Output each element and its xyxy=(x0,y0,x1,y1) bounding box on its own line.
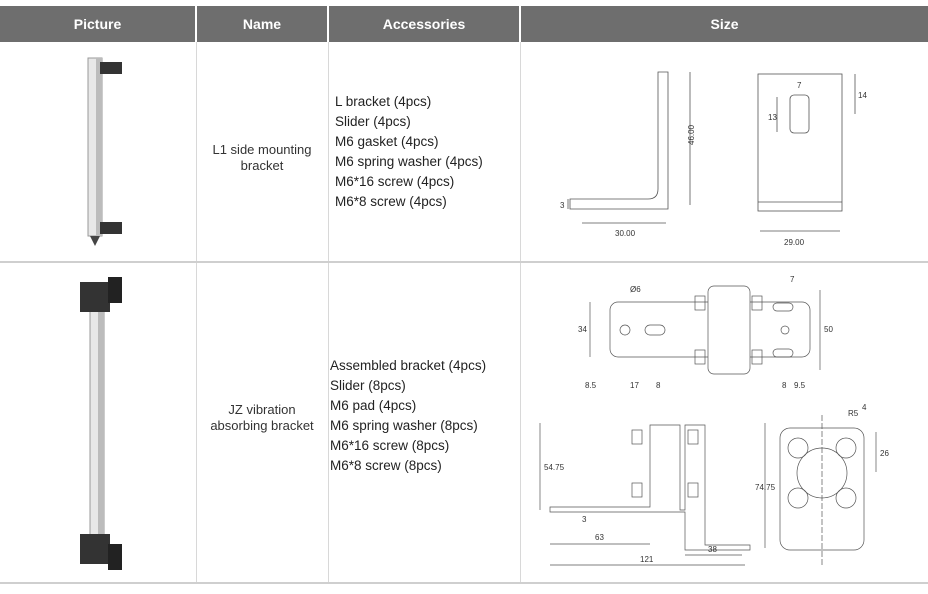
accessory-item: M6 pad (4pcs) xyxy=(330,398,417,413)
accessory-item: M6 spring washer (8pcs) xyxy=(330,418,478,433)
accessory-item: M6*16 screw (4pcs) xyxy=(335,174,455,189)
svg-text:17: 17 xyxy=(630,381,639,390)
dim-label: 3 xyxy=(560,201,565,210)
dim-label: 7 xyxy=(797,81,802,90)
accessory-item: Slider (8pcs) xyxy=(330,378,406,393)
jz-bracket-size-drawing: 8.5 17 8 34 50 8 9.5 7 Ø6 54.75 63 121 3… xyxy=(539,275,889,566)
dim-label: 29.00 xyxy=(784,238,805,247)
accessory-item: M6*8 screw (4pcs) xyxy=(335,194,447,209)
l1-bracket-size-drawing: 46.00 30.00 3 29.00 7 13 14 xyxy=(560,71,867,247)
column-divider xyxy=(520,42,521,583)
svg-text:7: 7 xyxy=(790,275,795,284)
product-name: L1 side mounting bracket xyxy=(212,142,312,173)
accessory-item: M6 gasket (4pcs) xyxy=(335,134,439,149)
svg-text:9.5: 9.5 xyxy=(794,381,806,390)
accessory-item: M6*16 screw (8pcs) xyxy=(330,438,450,453)
svg-text:R5: R5 xyxy=(848,409,859,418)
svg-text:54.75: 54.75 xyxy=(544,463,565,472)
svg-text:8: 8 xyxy=(656,381,661,390)
accessory-item: M6 spring washer (4pcs) xyxy=(335,154,483,169)
accessory-item: Assembled bracket (4pcs) xyxy=(330,358,487,373)
svg-text:8.5: 8.5 xyxy=(585,381,597,390)
svg-text:50: 50 xyxy=(824,325,833,334)
row-divider xyxy=(0,261,928,263)
column-divider xyxy=(328,42,329,583)
dim-label: 46.00 xyxy=(687,124,696,145)
svg-text:4: 4 xyxy=(862,403,867,412)
dim-label: 14 xyxy=(858,91,867,100)
svg-text:34: 34 xyxy=(578,325,587,334)
accessory-item: Slider (4pcs) xyxy=(335,114,411,129)
header-picture: Picture xyxy=(0,6,195,42)
svg-text:63: 63 xyxy=(595,533,604,542)
svg-text:74.75: 74.75 xyxy=(755,483,776,492)
dim-label: 13 xyxy=(768,113,777,122)
header-accessories: Accessories xyxy=(329,6,519,42)
svg-text:3: 3 xyxy=(582,515,587,524)
product-name: JZ vibration absorbing bracket xyxy=(210,402,314,433)
dim-label: 30.00 xyxy=(615,229,636,238)
svg-text:38: 38 xyxy=(708,545,717,554)
accessories-list: L bracket (4pcs) Slider (4pcs) M6 gasket… xyxy=(335,92,483,212)
l1-bracket-product-image xyxy=(87,57,122,246)
row-divider xyxy=(0,582,928,584)
header-name: Name xyxy=(197,6,327,42)
accessories-list: Assembled bracket (4pcs) Slider (8pcs) M… xyxy=(330,356,486,476)
svg-text:121: 121 xyxy=(640,555,654,564)
column-divider xyxy=(196,42,197,583)
jz-bracket-product-image xyxy=(80,277,122,570)
svg-text:26: 26 xyxy=(880,449,889,458)
svg-text:Ø6: Ø6 xyxy=(630,285,641,294)
svg-text:8: 8 xyxy=(782,381,787,390)
accessory-item: L bracket (4pcs) xyxy=(335,94,432,109)
header-size: Size xyxy=(521,6,928,42)
accessory-item: M6*8 screw (8pcs) xyxy=(330,458,442,473)
